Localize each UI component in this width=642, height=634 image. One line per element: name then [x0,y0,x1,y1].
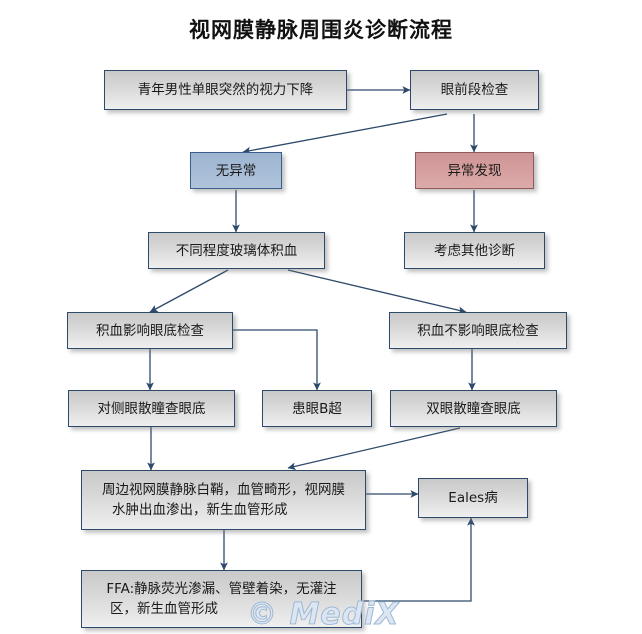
node-onset[interactable]: 青年男性单眼突然的视力下降 [104,70,347,110]
node-onset-label: 青年男性单眼突然的视力下降 [137,82,314,98]
node-normal[interactable]: 无异常 [190,152,282,189]
node-abnormal-label: 异常发现 [447,162,502,179]
node-anterior-exam[interactable]: 眼前段检查 [410,70,539,110]
node-hemorrhage-blocks-fundus-label: 积血影响眼底检查 [96,322,204,339]
edge-blocks-fundus-to-b-scan [233,329,321,391]
node-normal-label: 无异常 [215,162,257,179]
node-both-eyes-fundus[interactable]: 双眼散瞳查眼底 [390,390,557,427]
node-findings-line2: 水肿出血渗出，新生血管形成 [112,502,288,518]
node-other-diagnosis-label: 考虑其他诊断 [434,242,515,259]
node-contralateral-fundus-label: 对侧眼散瞳查眼底 [97,400,206,417]
node-eales[interactable]: Eales病 [418,478,528,518]
node-ffa-line2: 区，新生血管形成 [110,601,218,617]
node-abnormal[interactable]: 异常发现 [415,152,534,189]
edge-vitreous-to-not-blocks-fundus [287,269,467,315]
node-both-eyes-fundus-label: 双眼散瞳查眼底 [426,400,521,417]
node-hemorrhage-not-blocks-fundus-label: 积血不影响眼底检查 [417,322,539,339]
edge-ffa-to-eales [362,517,475,602]
node-contralateral-fundus[interactable]: 对侧眼散瞳查眼底 [68,390,235,427]
node-ffa-line1: FFA:静脉荧光渗漏、管壁着染，无灌注 [106,581,337,597]
node-b-scan-label: 患眼B超 [292,400,342,417]
edge-vitreous-to-blocks-fundus [149,269,229,313]
page-title: 视网膜静脉周围炎诊断流程 [189,18,453,42]
node-hemorrhage-not-blocks-fundus[interactable]: 积血不影响眼底检查 [389,312,567,349]
node-other-diagnosis[interactable]: 考虑其他诊断 [404,232,545,269]
node-anterior-exam-label: 眼前段检查 [440,82,509,98]
edge-both-eyes-to-findings [287,427,461,471]
edge-anterior-exam-to-normal [242,113,448,155]
node-b-scan[interactable]: 患眼B超 [262,390,372,427]
node-findings-line1: 周边视网膜静脉白鞘，血管畸形，视网膜 [102,482,345,498]
node-findings[interactable]: 周边视网膜静脉白鞘，血管畸形，视网膜 水肿出血渗出，新生血管形成 [81,470,366,530]
node-ffa[interactable]: FFA:静脉荧光渗漏、管壁着染，无灌注 区，新生血管形成 [81,570,362,628]
node-vitreous-hemorrhage[interactable]: 不同程度玻璃体积血 [148,232,325,269]
node-eales-label: Eales病 [448,490,498,506]
node-vitreous-hemorrhage-label: 不同程度玻璃体积血 [175,242,298,259]
node-hemorrhage-blocks-fundus[interactable]: 积血影响眼底检查 [67,312,233,349]
